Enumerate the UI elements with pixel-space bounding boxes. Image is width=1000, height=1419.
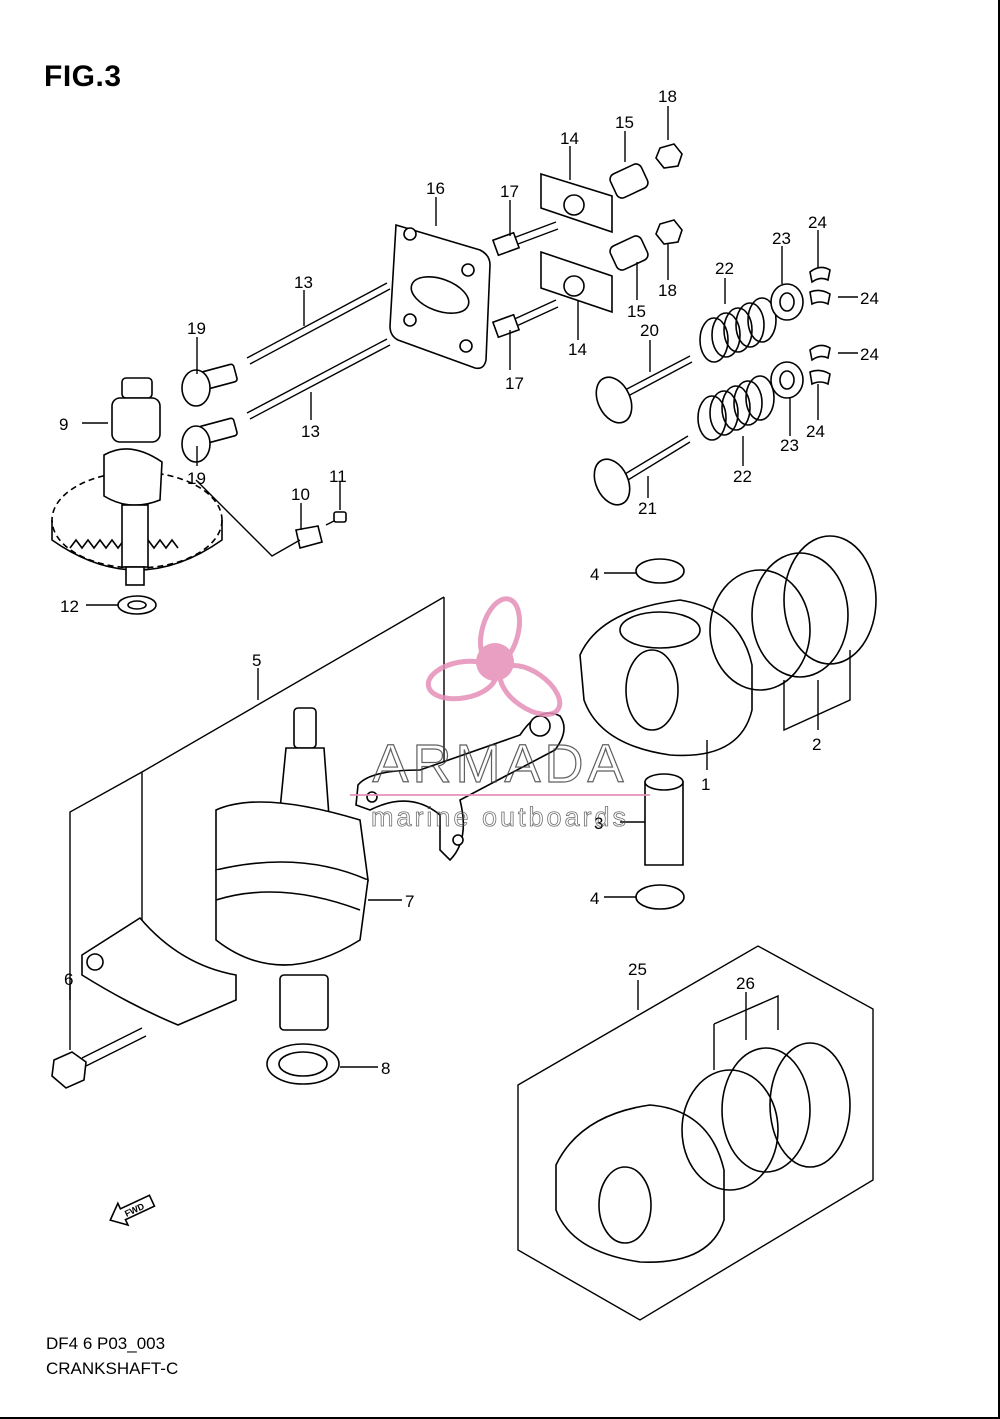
callout-13b: 13 [301, 422, 320, 441]
leader-lines [69, 106, 858, 1070]
callout-4b: 4 [590, 889, 599, 908]
callout-19b: 19 [187, 469, 206, 488]
piston-pin-3 [644, 773, 684, 866]
bracket-10-screw-11 [195, 479, 347, 557]
callout-1: 1 [701, 775, 710, 794]
assembly-5-outline [69, 596, 445, 1000]
callout-14a: 14 [560, 129, 579, 148]
callout-24a: 24 [808, 213, 827, 232]
watermark-brand: ARMADA [372, 734, 627, 794]
callout-7: 7 [405, 892, 414, 911]
connecting-rod [355, 712, 565, 862]
propeller-icon [425, 596, 563, 717]
valves-20-21 [593, 355, 693, 506]
callout-18b: 18 [658, 281, 677, 300]
piston-25 [555, 1104, 725, 1263]
piston-1 [579, 599, 753, 757]
callout-9: 9 [59, 415, 68, 434]
callout-21: 21 [638, 499, 657, 518]
callout-17b: 17 [505, 374, 524, 393]
rocker-arms-14 [540, 172, 613, 314]
callout-19a: 19 [187, 319, 206, 338]
callout-25: 25 [628, 960, 647, 979]
callout-15a: 15 [615, 113, 634, 132]
callout-23a: 23 [772, 229, 791, 248]
piston-rings-2 [709, 535, 877, 691]
callout-24b: 24 [860, 289, 879, 308]
retainers-23-cotters-24 [770, 266, 831, 399]
callout-22a: 22 [715, 259, 734, 278]
callout-2: 2 [812, 735, 821, 754]
callout-14b: 14 [568, 340, 587, 359]
crankshaft-7 [215, 707, 369, 1031]
piston-rings-26 [681, 1042, 851, 1191]
clip-4-top [635, 558, 685, 584]
push-rods-13 [246, 282, 391, 420]
clip-4-bottom [635, 884, 685, 910]
fwd-arrow-icon: FWD [109, 1194, 156, 1227]
callout-16: 16 [426, 179, 445, 198]
camshaft-assembly [51, 377, 223, 586]
callout-18a: 18 [658, 87, 677, 106]
callout-24d: 24 [806, 422, 825, 441]
callout-10: 10 [291, 485, 310, 504]
callout-26: 26 [736, 974, 755, 993]
callout-8: 8 [381, 1059, 390, 1078]
callout-20: 20 [640, 321, 659, 340]
drawing-name: CRANKSHAFT-C [46, 1359, 179, 1378]
callout-12: 12 [60, 597, 79, 616]
callout-5: 5 [252, 651, 261, 670]
callout-11: 11 [329, 467, 347, 486]
drawing-code: DF4 6 P03_003 [46, 1334, 166, 1353]
callout-4a: 4 [590, 565, 599, 584]
callout-15b: 15 [627, 302, 646, 321]
pivots-15-and-nuts-18 [609, 143, 683, 271]
callout-22b: 22 [733, 467, 752, 486]
callout-24c: 24 [860, 345, 879, 364]
valve-springs-22 [697, 297, 777, 441]
assembly-25-outline [517, 945, 874, 1321]
tappets-19 [181, 363, 238, 463]
watermark-tagline: marine outboards [371, 802, 629, 832]
callout-23b: 23 [780, 436, 799, 455]
callout-13a: 13 [294, 273, 313, 292]
watermark-logo: ARMADA marine outboards [350, 596, 650, 832]
callout-17a: 17 [500, 182, 519, 201]
callout-6: 6 [64, 970, 73, 989]
adjust-screws-17 [491, 221, 559, 339]
rod-cap-6-bolt [51, 916, 237, 1089]
callout-labels: 1 2 3 4 4 5 6 7 8 9 10 11 12 13 13 14 14… [59, 87, 879, 1078]
callout-3: 3 [594, 814, 603, 833]
rocker-plate-16 [389, 223, 491, 370]
figure-title: FIG.3 [44, 60, 122, 93]
